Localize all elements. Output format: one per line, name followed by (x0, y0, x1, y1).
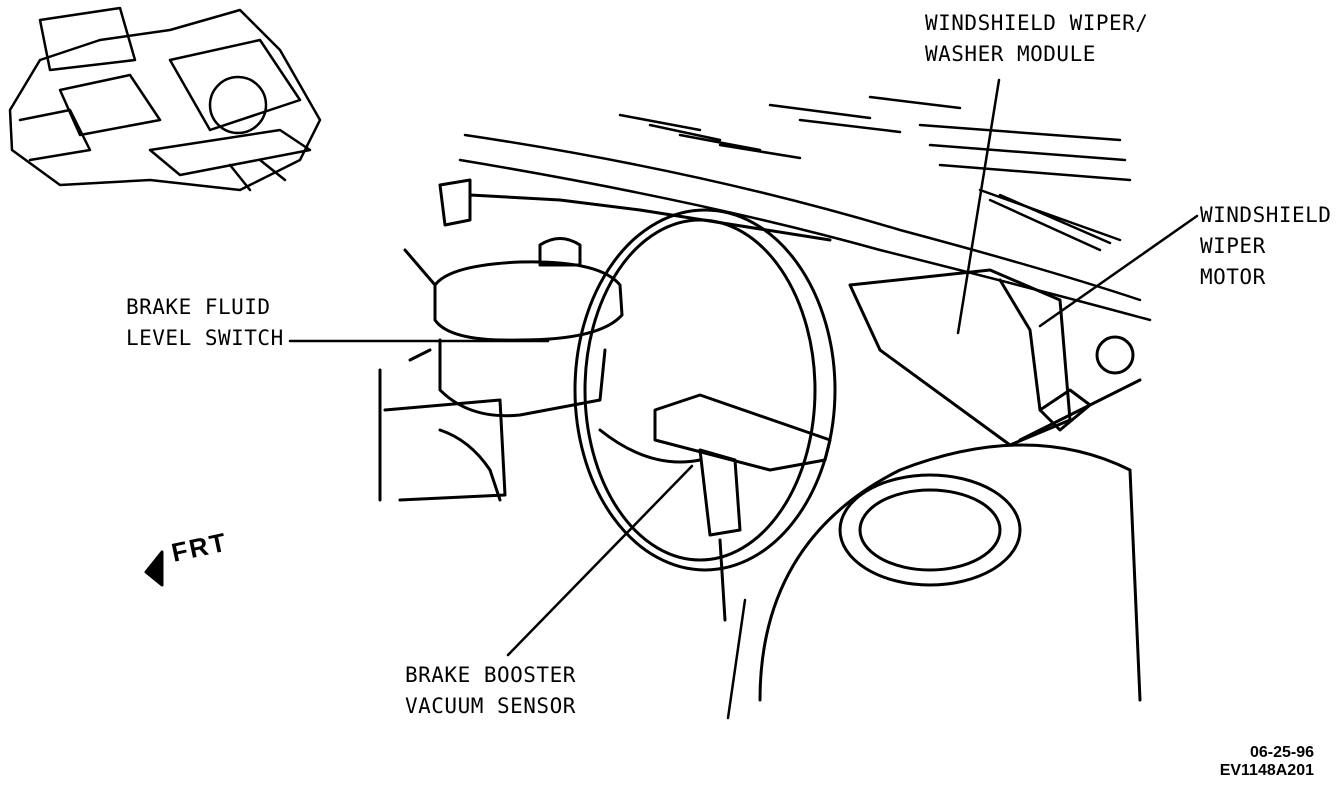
label-wiper-module-line2: WASHER MODULE (925, 42, 1096, 66)
brake-reservoir (378, 178, 832, 502)
label-vacuum-sensor: BRAKE BOOSTER VACUUM SENSOR (405, 660, 576, 722)
label-vacuum-sensor-line2: VACUUM SENSOR (405, 694, 576, 718)
brake-booster (573, 208, 837, 622)
label-wiper-motor-line2: WIPER (1200, 234, 1266, 258)
label-fluid-switch: BRAKE FLUID LEVEL SWITCH (126, 292, 284, 354)
car-locator-thumbnail (8, 6, 322, 192)
figure-code: 06-25-96 EV1148A201 (1220, 744, 1314, 780)
label-vacuum-sensor-line1: BRAKE BOOSTER (405, 663, 576, 687)
label-wiper-motor-line3: MOTOR (1200, 265, 1266, 289)
label-fluid-switch-line1: BRAKE FLUID (126, 295, 271, 319)
label-wiper-motor: WINDSHIELD WIPER MOTOR (1200, 200, 1331, 293)
label-wiper-module: WINDSHIELD WIPER/ WASHER MODULE (925, 8, 1148, 70)
air-cleaner-housing (758, 378, 1142, 702)
cowl-lines (458, 95, 1152, 322)
leader-lines (288, 78, 1199, 720)
label-fluid-switch-line2: LEVEL SWITCH (126, 326, 284, 350)
front-arrow-icon (144, 550, 164, 587)
wiper-module-housing (848, 268, 1135, 447)
figure-date: 06-25-96 (1249, 744, 1314, 761)
label-wiper-module-line1: WINDSHIELD WIPER/ (925, 11, 1149, 35)
label-wiper-motor-line1: WINDSHIELD (1200, 203, 1332, 227)
figure-id: EV1148A201 (1219, 762, 1314, 779)
